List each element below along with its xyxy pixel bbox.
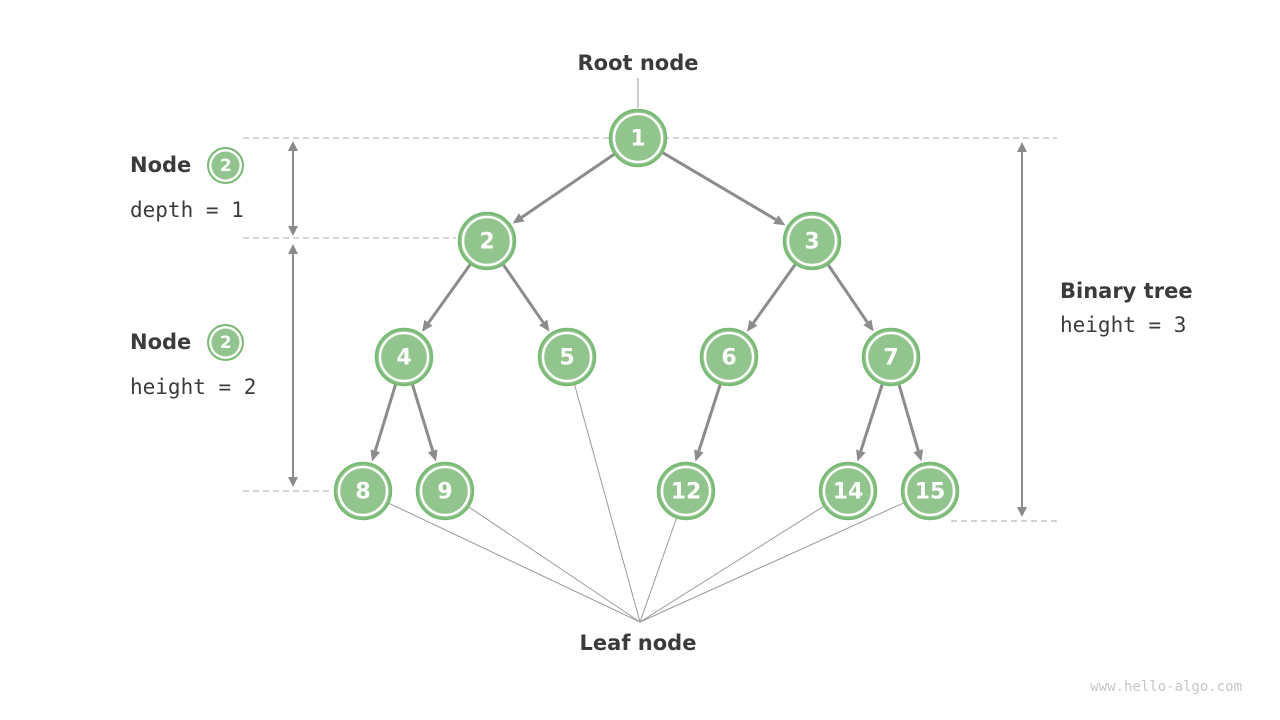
tree-node-circle-15	[900, 461, 960, 521]
tree-node-inner-ring-7	[865, 331, 917, 383]
tree-node-value-14: 14	[833, 480, 864, 505]
leaf-pointer-line-15	[639, 502, 904, 623]
measure-arrow-bottom-1	[288, 477, 298, 487]
node-depth-title: Node	[130, 152, 192, 177]
binary-tree-height-annotation: Binary tree height = 3	[1060, 279, 1193, 337]
tree-node-inner-ring-15	[904, 465, 956, 517]
tree-node-circle-5	[537, 327, 597, 387]
tree-node-inner-ring-8	[337, 465, 389, 517]
measure-arrow-top-1	[288, 244, 298, 254]
tree-node-inner-ring-4	[378, 331, 430, 383]
tree-node-value-4: 4	[396, 346, 411, 371]
edge-3-7	[827, 264, 869, 324]
edge-2-5	[502, 264, 545, 324]
leaf-pointer-line-9	[468, 506, 641, 623]
edge-7-14	[859, 384, 884, 452]
tree-node-inner-ring-14	[822, 465, 874, 517]
edge-1-2	[520, 153, 615, 219]
tree-node-circle-8	[333, 461, 393, 521]
tree-node-circle-12	[656, 461, 716, 521]
edge-arrowhead-7-15	[913, 449, 924, 462]
tree-node-value-3: 3	[804, 230, 819, 255]
tree-node-value-12: 12	[671, 480, 702, 505]
leaf-pointer-line-8	[389, 502, 641, 623]
binary-tree-title: Binary tree	[1060, 279, 1193, 303]
measure-arrow-top-0	[288, 141, 298, 151]
node-depth-formula: depth = 1	[130, 198, 244, 222]
edge-arrowhead-3-7	[863, 319, 874, 332]
watermark-url: www.hello-algo.com	[1090, 679, 1242, 695]
tree-node-inner-ring-2	[461, 215, 513, 267]
edge-4-9	[411, 384, 435, 452]
tree-node-circle-6	[699, 327, 759, 387]
tree-node-inner-ring-3	[786, 215, 838, 267]
measure-arrow-bottom-0	[288, 226, 298, 236]
leaf-pointer-line-12	[639, 518, 677, 623]
edge-arrowhead-6-12	[694, 449, 704, 462]
tree-node-value-7: 7	[883, 346, 898, 371]
node-height-formula: height = 2	[130, 375, 257, 399]
tree-node-circle-3	[782, 211, 842, 271]
tree-node-inner-ring-6	[703, 331, 755, 383]
edge-arrowhead-7-14	[856, 449, 866, 462]
leaf-node-label: Leaf node	[579, 631, 697, 655]
node-height-badge: 2	[207, 324, 245, 361]
tree-node-value-15: 15	[915, 480, 946, 505]
edge-2-4	[427, 263, 472, 324]
edge-arrowhead-2-5	[539, 319, 550, 332]
measure-arrow-bottom-2	[1017, 507, 1027, 517]
edge-arrowhead-4-8	[370, 449, 381, 462]
tree-node-inner-ring-1	[612, 112, 664, 164]
tree-node-circle-7	[861, 327, 921, 387]
node-depth-annotation: Node 2 depth = 1	[130, 147, 245, 222]
tree-node-value-8: 8	[355, 480, 370, 505]
edge-7-15	[897, 384, 920, 452]
tree-node-circle-1	[608, 108, 668, 168]
tree-node-value-5: 5	[559, 346, 574, 371]
binary-tree-formula: height = 3	[1060, 313, 1187, 338]
tree-node-circle-4	[374, 327, 434, 387]
edge-arrowhead-3-6	[747, 319, 758, 332]
edge-6-12	[697, 384, 722, 452]
root-node-label: Root node	[577, 51, 699, 75]
tree-node-value-1: 1	[630, 127, 645, 152]
tree-node-value-9: 9	[437, 480, 452, 505]
tree-node-inner-ring-5	[541, 331, 593, 383]
tree-node-inner-ring-9	[419, 465, 471, 517]
tree-node-circle-14	[818, 461, 878, 521]
tree-node-circle-9	[415, 461, 475, 521]
tree-node-value-2: 2	[479, 230, 494, 255]
edge-4-8	[373, 384, 397, 452]
leaf-pointer-line-5	[574, 384, 641, 623]
leaf-pointer-line-14	[639, 506, 824, 623]
node-depth-badge: 2	[207, 147, 245, 184]
tree-node-value-6: 6	[721, 346, 736, 371]
node-height-annotation: Node 2 height = 2	[130, 324, 256, 399]
edge-1-3	[662, 151, 777, 221]
edge-arrowhead-1-3	[773, 215, 786, 226]
edge-arrowhead-4-9	[427, 449, 438, 462]
tree-node-inner-ring-12	[660, 465, 712, 517]
edge-arrowhead-2-4	[422, 319, 433, 332]
measure-arrow-top-2	[1017, 142, 1027, 152]
tree-node-circle-2	[457, 211, 517, 271]
edge-3-6	[752, 263, 797, 324]
node-height-title: Node	[130, 329, 192, 354]
edge-arrowhead-1-2	[512, 213, 525, 224]
